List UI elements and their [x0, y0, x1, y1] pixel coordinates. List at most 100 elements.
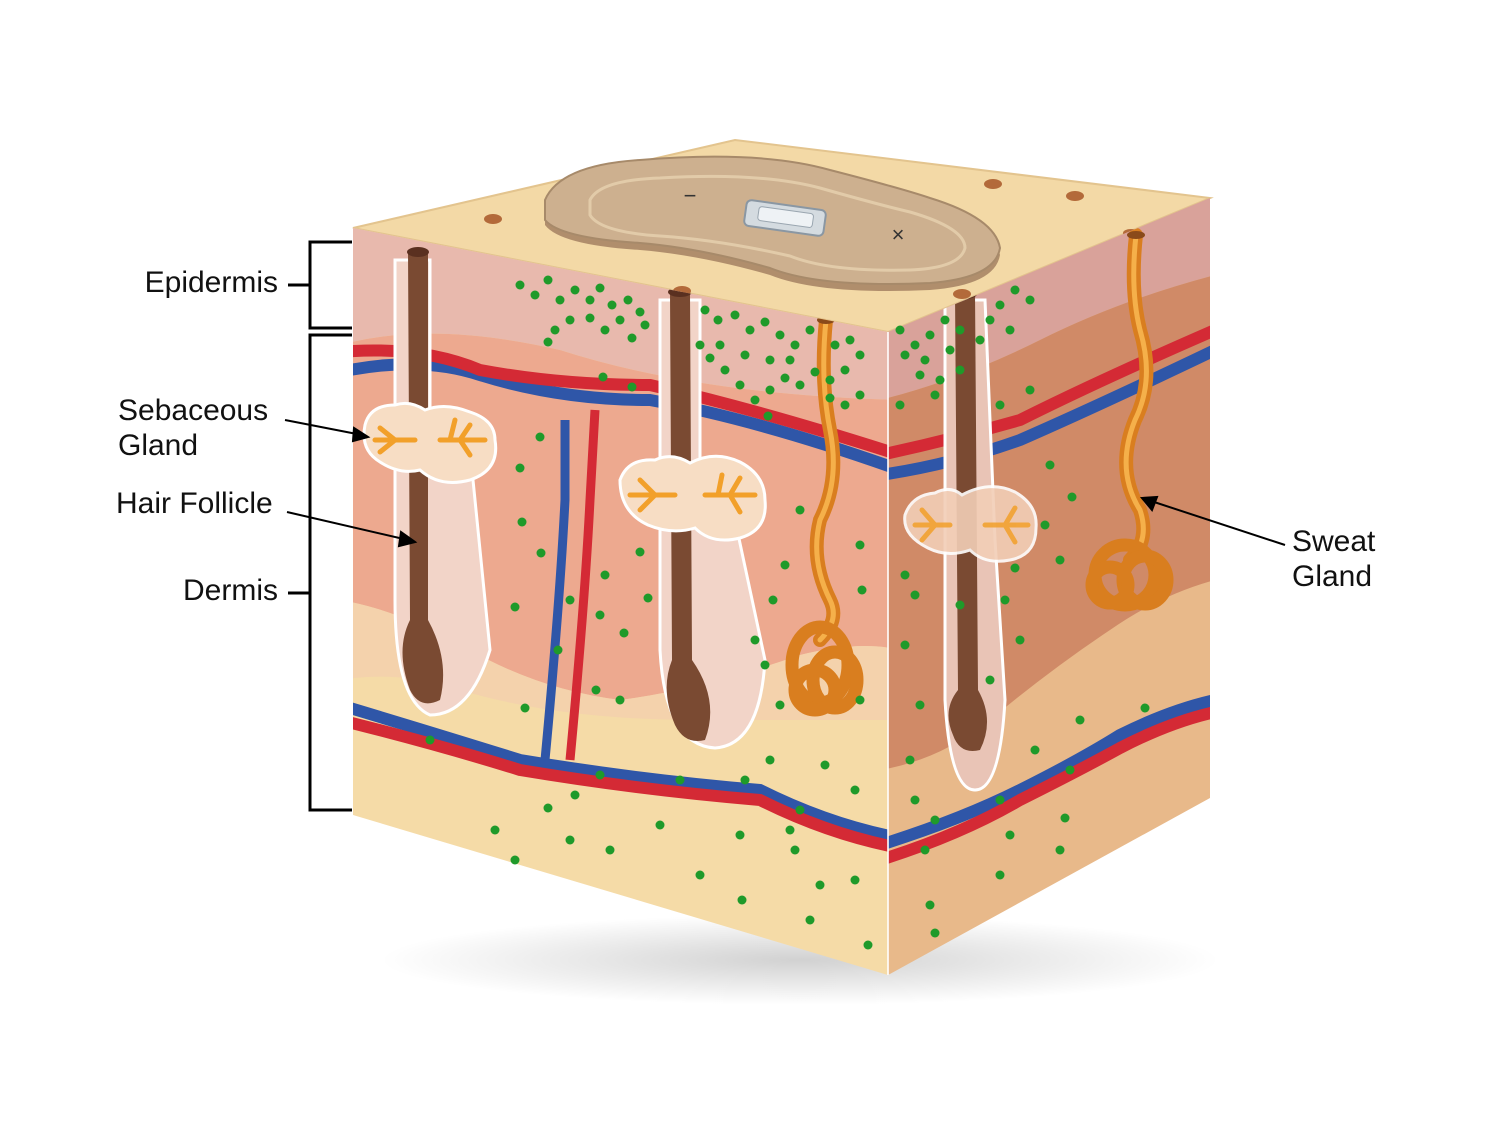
- drug-particle: [806, 916, 815, 925]
- drug-particle: [1011, 564, 1020, 573]
- dermis-bracket: [310, 335, 352, 810]
- drug-particle: [531, 291, 540, 300]
- drug-particle: [841, 366, 850, 375]
- drug-particle: [491, 826, 500, 835]
- drug-particle: [592, 686, 601, 695]
- drug-particle: [751, 636, 760, 645]
- drug-particle: [1076, 716, 1085, 725]
- drug-particle: [911, 341, 920, 350]
- drug-particle: [796, 506, 805, 515]
- drug-particle: [1068, 493, 1077, 502]
- drug-particle: [536, 433, 545, 442]
- drug-particle: [776, 701, 785, 710]
- drug-particle: [628, 334, 637, 343]
- drug-particle: [571, 286, 580, 295]
- drug-particle: [636, 548, 645, 557]
- drug-particle: [831, 341, 840, 350]
- drug-particle: [544, 338, 553, 347]
- drug-particle: [706, 354, 715, 363]
- drug-particle: [716, 341, 725, 350]
- drug-particle: [764, 412, 773, 421]
- drug-particle: [858, 586, 867, 595]
- drug-particle: [926, 901, 935, 910]
- drug-particle: [821, 761, 830, 770]
- drug-particle: [856, 351, 865, 360]
- drug-particle: [620, 629, 629, 638]
- drug-particle: [906, 756, 915, 765]
- drug-particle: [956, 366, 965, 375]
- drug-particle: [1046, 461, 1055, 470]
- drug-particle: [616, 696, 625, 705]
- drug-particle: [1026, 296, 1035, 305]
- drug-particle: [846, 336, 855, 345]
- drug-particle: [736, 381, 745, 390]
- label-sweat-line1: Sweat: [1292, 524, 1375, 559]
- drug-particle: [426, 736, 435, 745]
- drug-particle: [826, 394, 835, 403]
- drug-particle: [896, 326, 905, 335]
- drug-particle: [996, 301, 1005, 310]
- drug-particle: [714, 316, 723, 325]
- drug-particle: [1061, 814, 1070, 823]
- drug-particle: [976, 336, 985, 345]
- drug-particle: [641, 321, 650, 330]
- drug-particle: [921, 356, 930, 365]
- drug-particle: [628, 383, 637, 392]
- drug-particle: [901, 641, 910, 650]
- drug-particle: [856, 391, 865, 400]
- drug-particle: [551, 326, 560, 335]
- drug-particle: [544, 804, 553, 813]
- layer-brackets: [288, 242, 352, 810]
- drug-particle: [996, 871, 1005, 880]
- drug-particle: [1041, 521, 1050, 530]
- drug-particle: [701, 306, 710, 315]
- drug-particle: [608, 301, 617, 310]
- drug-particle: [731, 311, 740, 320]
- drug-particle: [986, 676, 995, 685]
- drug-particle: [616, 316, 625, 325]
- drug-particle: [1006, 831, 1015, 840]
- drug-particle: [766, 756, 775, 765]
- drug-particle: [696, 341, 705, 350]
- drug-particle: [738, 896, 747, 905]
- drug-particle: [511, 603, 520, 612]
- drug-particle: [796, 381, 805, 390]
- drug-particle: [806, 326, 815, 335]
- drug-particle: [566, 836, 575, 845]
- drug-particle: [1016, 636, 1025, 645]
- drug-particle: [1066, 766, 1075, 775]
- drug-particle: [856, 541, 865, 550]
- drug-particle: [537, 549, 546, 558]
- drug-particle: [521, 704, 530, 713]
- drug-particle: [1056, 846, 1065, 855]
- drug-particle: [791, 341, 800, 350]
- drug-particle: [676, 776, 685, 785]
- drug-particle: [566, 596, 575, 605]
- drug-particle: [841, 401, 850, 410]
- drug-particle: [554, 646, 563, 655]
- drug-particle: [796, 806, 805, 815]
- drug-particle: [746, 326, 755, 335]
- drug-particle: [599, 373, 608, 382]
- drug-particle: [721, 366, 730, 375]
- drug-particle: [644, 594, 653, 603]
- drug-particle: [1026, 386, 1035, 395]
- label-sebaceous-line2: Gland: [118, 428, 268, 463]
- drug-particle: [856, 696, 865, 705]
- sebaceous-arrow-line: [285, 420, 362, 435]
- drug-particle: [946, 346, 955, 355]
- drug-particle: [586, 314, 595, 323]
- drug-particle: [1031, 746, 1040, 755]
- drug-particle: [956, 601, 965, 610]
- drug-particle: [516, 464, 525, 473]
- label-dermis: Dermis: [120, 573, 278, 608]
- hair-opening-1: [407, 247, 429, 257]
- drug-particle: [851, 876, 860, 885]
- drug-particle: [769, 596, 778, 605]
- drug-particle: [916, 371, 925, 380]
- drug-particle: [926, 331, 935, 340]
- sweat-pore-side: [1127, 231, 1145, 239]
- drug-particle: [766, 386, 775, 395]
